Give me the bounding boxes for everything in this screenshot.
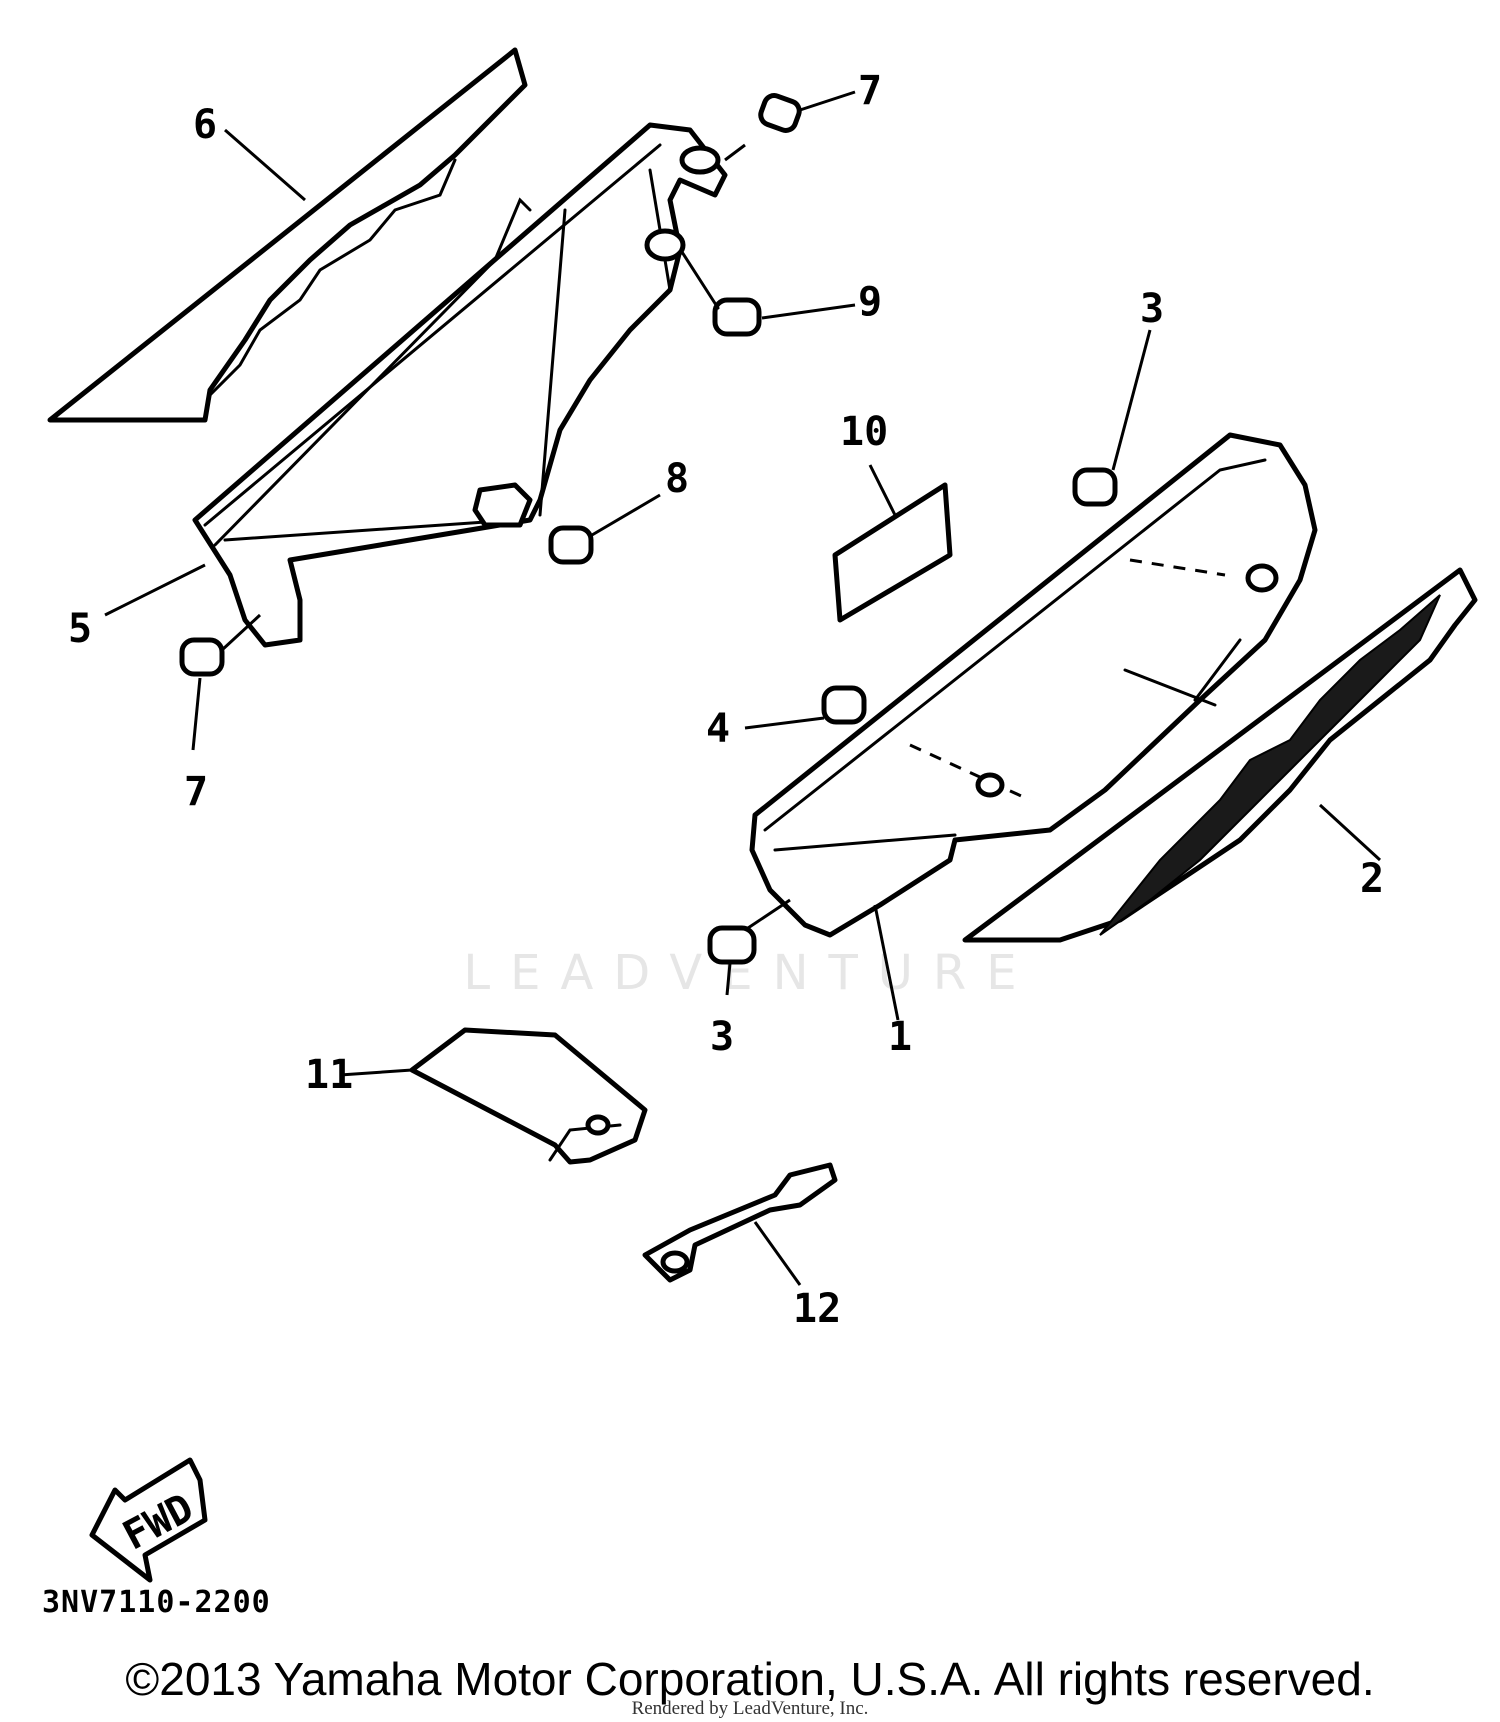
part-10-label bbox=[832, 464, 953, 623]
callout-5: 5 bbox=[68, 606, 92, 652]
callout-12: 12 bbox=[793, 1286, 841, 1332]
part-3-grommet-top bbox=[1072, 329, 1152, 507]
callout-3-bottom: 3 bbox=[710, 1014, 734, 1060]
part-2-decal bbox=[962, 567, 1478, 943]
callout-8: 8 bbox=[665, 456, 689, 502]
callout-9: 9 bbox=[858, 279, 882, 325]
part-5-bracket bbox=[192, 122, 728, 648]
part-11-cover bbox=[339, 1027, 648, 1165]
callout-7-top: 7 bbox=[858, 68, 882, 114]
callout-7-bottom: 7 bbox=[184, 769, 208, 815]
callout-3-top: 3 bbox=[1140, 286, 1164, 332]
part-7-grommet-bottom bbox=[179, 613, 262, 751]
callout-4: 4 bbox=[706, 706, 730, 752]
callout-2: 2 bbox=[1360, 856, 1384, 902]
part-1-side-cover bbox=[749, 432, 1318, 1021]
callout-1: 1 bbox=[888, 1014, 912, 1060]
callout-10: 10 bbox=[840, 409, 888, 455]
callout-6: 6 bbox=[193, 102, 217, 148]
part-8-grommet bbox=[548, 493, 661, 565]
callout-11: 11 bbox=[305, 1052, 353, 1098]
part-3-grommet-bottom bbox=[707, 898, 791, 996]
fwd-arrow-icon: FWD bbox=[89, 1457, 208, 1583]
copyright-notice: ©2013 Yamaha Motor Corporation, U.S.A. A… bbox=[125, 1653, 1375, 1705]
part-12-strap bbox=[642, 1162, 838, 1286]
part-6-panel bbox=[47, 47, 528, 423]
part-9-grommet bbox=[644, 228, 856, 337]
diagram-code: 3NV7110-2200 bbox=[42, 1585, 271, 1620]
part-4-grommet bbox=[744, 685, 867, 730]
part-7-grommet-top bbox=[724, 90, 856, 162]
rendered-by-credit: Rendered by LeadVenture, Inc. bbox=[631, 1698, 869, 1719]
